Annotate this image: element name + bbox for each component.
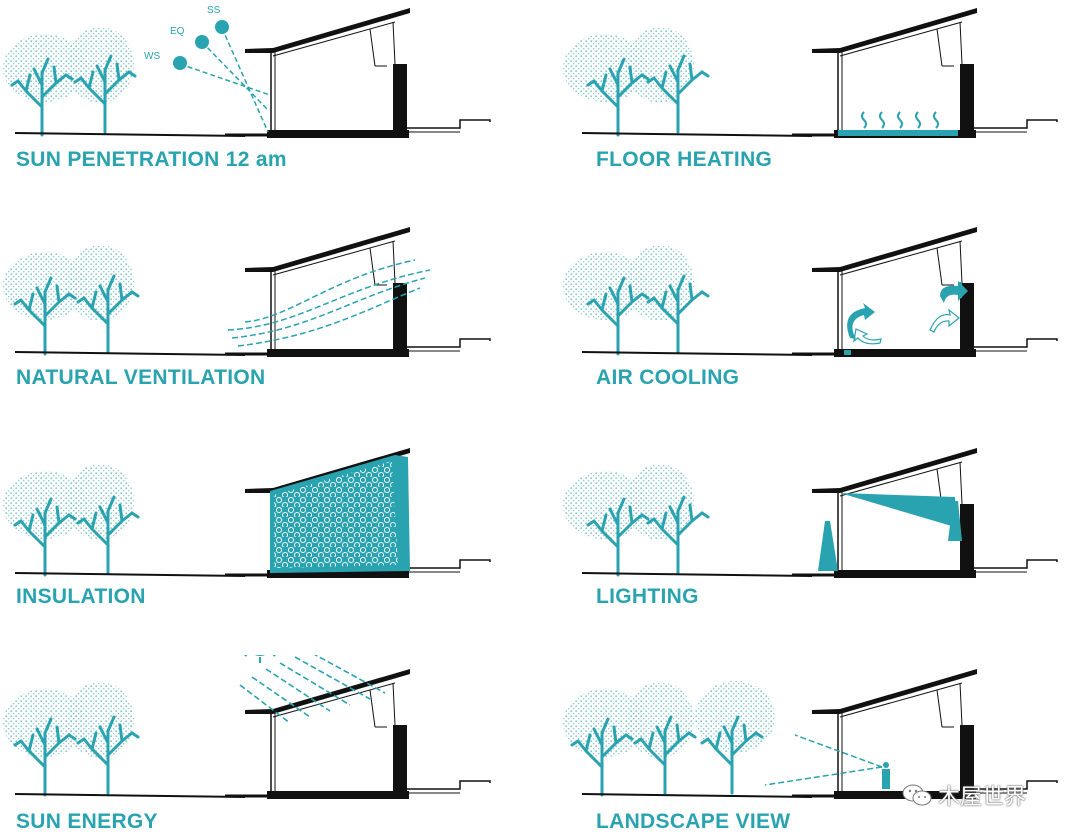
panel-air-cooling: AIR COOLING <box>560 218 1080 428</box>
panel-title: INSULATION <box>16 585 146 608</box>
panel-title: SUN PENETRATION 12 am <box>16 148 287 171</box>
airflow-lines <box>227 259 431 347</box>
panel-lighting: LIGHTING <box>560 437 1080 647</box>
panel-sun-energy: SUN ENERGY <box>0 655 520 840</box>
tree-cluster <box>3 27 137 137</box>
sun-icon <box>173 20 229 70</box>
panel-title: AIR COOLING <box>596 366 740 389</box>
watermark-text: 木屋世界 <box>938 785 1027 810</box>
sun-icon <box>244 655 276 663</box>
panel-title: FLOOR HEATING <box>596 148 773 171</box>
sun-rays <box>179 27 271 133</box>
person-icon <box>882 762 890 789</box>
watermark: 木屋世界 <box>902 780 1026 810</box>
tree-cluster <box>3 464 140 577</box>
sight-lines <box>764 734 883 786</box>
sun-label-ss: SS <box>207 5 221 16</box>
air-cooling-arrows <box>844 281 968 355</box>
heated-floor <box>838 130 958 136</box>
tree-cluster <box>563 27 710 137</box>
light-beams <box>818 493 962 571</box>
panel-title: LANDSCAPE VIEW <box>596 810 791 833</box>
panel-title: NATURAL VENTILATION <box>16 366 266 389</box>
wechat-icon <box>902 784 932 806</box>
tree-cluster <box>563 681 775 797</box>
panel-natural-ventilation: NATURAL VENTILATION <box>0 218 520 428</box>
panel-title: LIGHTING <box>596 585 699 608</box>
panel-insulation: INSULATION <box>0 437 520 647</box>
tree-cluster <box>3 245 140 356</box>
heat-waves <box>861 111 939 129</box>
sun-label-eq: EQ <box>170 26 185 37</box>
tree-cluster <box>563 245 710 356</box>
panel-landscape-view: LANDSCAPE VIEW <box>560 655 1080 840</box>
tree-cluster <box>3 682 140 797</box>
tree-cluster <box>563 464 710 577</box>
panel-sun-penetration: SS EQ WS SUN PENETRATION 12 am <box>0 0 520 210</box>
sun-label-ws: WS <box>144 51 160 62</box>
panel-floor-heating: FLOOR HEATING <box>560 0 1080 210</box>
solar-rays <box>239 655 386 724</box>
panel-title: SUN ENERGY <box>16 810 158 833</box>
